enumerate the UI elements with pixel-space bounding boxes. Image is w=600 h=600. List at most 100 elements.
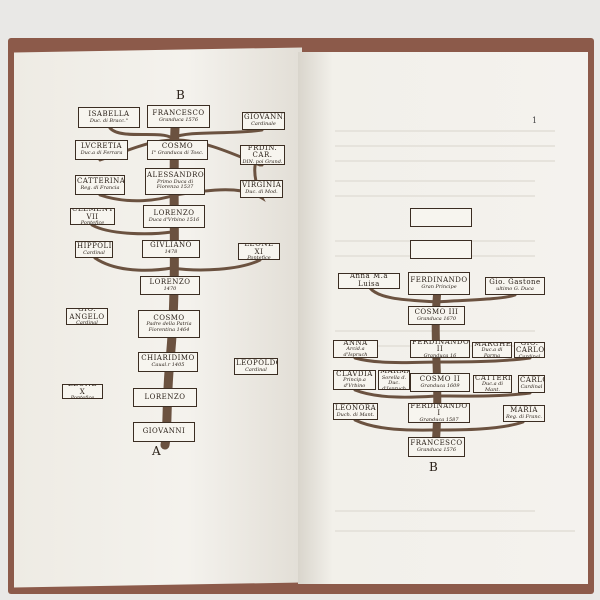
person-name: HIPPOLITO <box>77 241 112 250</box>
person-name: GIOVANNI <box>244 113 285 122</box>
empty-box <box>410 208 472 227</box>
person-name: MARGHERITA <box>474 342 512 348</box>
person-name: LORENZO <box>153 208 195 217</box>
person-title: Cardinal <box>245 366 267 373</box>
person-title: Granduca 1609 <box>420 382 460 389</box>
genealogy-box: GIOVANNI <box>133 422 195 442</box>
person-name: GIO. ANGELO <box>69 308 105 321</box>
person-name: LEONE X <box>67 384 98 396</box>
person-title: Duc. di Mod. <box>245 189 278 196</box>
person-title: Pontefice <box>247 255 271 260</box>
genealogy-box: Anna M.a Luisa <box>338 273 400 289</box>
person-name: COSMO III <box>414 307 459 316</box>
person-name: GIOVANNI <box>142 427 186 436</box>
page-number: 1 <box>532 116 538 125</box>
person-title: Caual.r 1405 <box>151 362 185 369</box>
person-title: Duca d'Vrbino 1516 <box>148 216 200 223</box>
person-title: I° Granduca di Tosc. <box>151 150 204 157</box>
person-name: COSMO <box>153 313 185 322</box>
person-name: CLEMENTE VII <box>72 208 115 221</box>
person-title: ultimo G. Duca <box>496 286 534 293</box>
person-title: Granduca 1576 <box>158 116 199 123</box>
empty-box <box>410 240 472 259</box>
person-name: FERDINANDO I <box>410 403 468 418</box>
person-name: ALESSANDRO <box>147 171 205 180</box>
bleed-through-line <box>335 180 535 182</box>
person-name: FRANCESCO <box>152 108 205 117</box>
bleed-through-line <box>335 130 555 132</box>
person-title: Cardinal <box>520 384 543 391</box>
genealogy-box: CATTERINADuc.a di Mant. <box>473 375 512 393</box>
bleed-through-line <box>335 145 555 147</box>
person-name: GIO. CARLO <box>516 342 545 355</box>
person-name: CATTERINA <box>475 375 512 382</box>
person-title: Pontefice <box>70 395 95 399</box>
person-name: COSMO <box>161 142 194 151</box>
person-title: Cardinale <box>251 121 276 128</box>
person-title: Duc. di Bracc.° <box>89 117 129 124</box>
person-title: Granduca 16 <box>423 352 457 358</box>
person-name: LORENZO <box>144 392 186 401</box>
person-title: Reg. di Franc. <box>506 413 542 420</box>
person-title: Princip.a d'Vrbino <box>343 377 366 389</box>
bottom-letter-left: A <box>152 444 161 458</box>
top-letter-left: B <box>176 88 185 102</box>
person-title: Primo Duca di Fiorenza 1537 <box>156 178 194 191</box>
person-name: Gio. Gastone <box>489 278 541 287</box>
person-name: CLAVDIA <box>336 370 373 378</box>
person-title: Gran Principe <box>421 283 457 290</box>
genealogy-box: FRDIN. CAR.DIN. poi Grand. <box>240 145 285 165</box>
person-title: Granduca 1576 <box>416 447 457 454</box>
bleed-through-line <box>335 510 535 512</box>
person-title: 1470 <box>163 285 177 292</box>
person-name: LEOPOLDO <box>236 358 278 367</box>
bleed-through-line <box>335 530 575 532</box>
person-name: COSMO II <box>419 374 461 383</box>
person-name: ISABELLA <box>88 109 130 118</box>
person-name: LEONE XI <box>244 243 274 256</box>
person-title: Duch. di Mant. <box>336 411 375 418</box>
bleed-through-line <box>335 330 535 332</box>
person-title: Duc.a di Mant. <box>482 381 503 393</box>
bottom-letter-right: B <box>429 460 438 474</box>
person-name: LORENZO <box>149 277 191 286</box>
person-title: Reg. di Francia <box>80 185 120 192</box>
person-title: Pontefice <box>80 220 105 225</box>
genealogy-box: MARMAD.Sorella d. Duc. d'Ispruch <box>378 370 410 390</box>
person-name: FERDINANDO <box>410 275 468 284</box>
person-name: ANNA <box>343 340 368 347</box>
person-name: LEONORA <box>335 403 377 412</box>
genealogy-box: LORENZO <box>133 388 197 407</box>
person-title: Granduca 1587 <box>419 416 459 423</box>
person-title: Padre della Patria Fiorentina 1464 <box>146 321 192 333</box>
person-name: GIVLIANO <box>150 241 192 250</box>
person-name: FRANCESCO <box>410 439 463 448</box>
person-name: MARMAD. <box>380 370 409 375</box>
person-name: FERDINANDO II <box>412 340 470 354</box>
person-title: 1478 <box>164 249 178 256</box>
person-name: LVCRETIA <box>80 142 123 151</box>
